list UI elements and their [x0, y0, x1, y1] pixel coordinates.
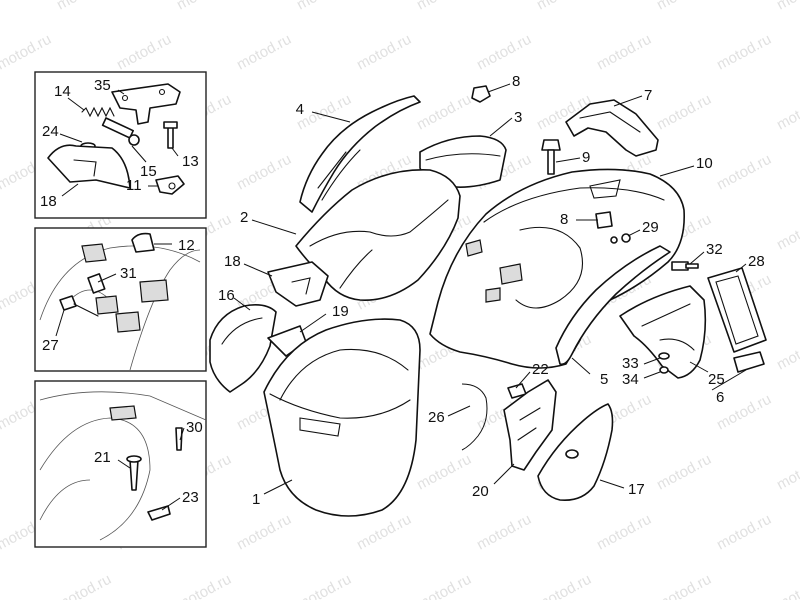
callout-21: 21	[94, 449, 111, 466]
part-8-nut-top	[471, 85, 491, 103]
watermark-text: motod.ru	[414, 0, 474, 14]
callout-16: 16	[218, 287, 235, 304]
callout-23: 23	[182, 489, 199, 506]
callout-6: 6	[716, 389, 724, 406]
callout-31: 31	[120, 265, 137, 282]
leader-lines	[55, 83, 747, 511]
watermark-text: motod.ru	[594, 511, 654, 554]
watermark-text: motod.ru	[414, 91, 474, 134]
watermark-text: motod.ru	[654, 0, 714, 14]
part-10-rear-fender	[429, 168, 685, 369]
part-9-bolt	[541, 139, 561, 175]
watermark-text: motod.ru	[774, 451, 800, 494]
callout-4: 4	[296, 101, 304, 118]
part-4-trim-strip	[299, 95, 421, 213]
part-33-washer	[658, 352, 670, 360]
callout-numbers: 4 3 8 7 9 10 8 29 32 28 2 18 16 19 1 26 …	[40, 73, 765, 508]
callout-35: 35	[94, 77, 111, 94]
callout-17: 17	[628, 481, 645, 498]
callout-9: 9	[582, 149, 590, 166]
part-8-nut-fender	[595, 211, 613, 229]
watermark-text: motod.ru	[774, 211, 800, 254]
callout-3: 3	[514, 109, 522, 126]
watermark-text: motod.ru	[774, 571, 800, 600]
watermark-text: motod.ru	[654, 451, 714, 494]
watermark-text: motod.ru	[414, 571, 474, 600]
part-32-bolt	[671, 261, 699, 271]
callout-8-top: 8	[512, 73, 520, 90]
watermark-text: motod.ru	[714, 511, 774, 554]
callout-8-fender: 8	[560, 211, 568, 228]
part-26-cable	[461, 383, 488, 451]
callout-32: 32	[706, 241, 723, 258]
part-2-seat	[295, 169, 461, 301]
part-20-bracket-plate	[503, 379, 557, 471]
watermark-text: motod.ru	[294, 571, 354, 600]
part-6-reflector	[733, 351, 765, 373]
watermark-text: motod.ru	[54, 0, 114, 14]
watermark-text: motod.ru	[654, 571, 714, 600]
watermark-text: motod.ru	[534, 571, 594, 600]
watermark-text: motod.ru	[354, 511, 414, 554]
watermark-text: motod.ru	[594, 31, 654, 74]
watermark-text: motod.ru	[234, 31, 294, 74]
callout-18-inset: 18	[40, 193, 57, 210]
part-34-nut	[659, 366, 669, 374]
part-28-plate-frame	[707, 267, 767, 353]
watermark-text: motod.ru	[654, 91, 714, 134]
watermark-text: motod.ru	[234, 511, 294, 554]
watermark-text: motod.ru	[774, 0, 800, 14]
watermark-text: motod.ru	[414, 451, 474, 494]
watermark-text: motod.ru	[474, 511, 534, 554]
watermark-text: motod.ru	[174, 571, 234, 600]
callout-7: 7	[644, 87, 652, 104]
inset-middle-parts	[39, 232, 201, 371]
callout-34: 34	[622, 371, 639, 388]
part-16-side-cover	[209, 304, 277, 393]
watermark-text: motod.ru	[354, 31, 414, 74]
watermark-text: motod.ru	[294, 0, 354, 14]
watermark-text: motod.ru	[114, 31, 174, 74]
watermark-text: motod.ru	[174, 0, 234, 14]
watermark-text: motod.ru	[534, 0, 594, 14]
callout-5: 5	[600, 371, 608, 388]
part-25-plate-holder	[619, 285, 707, 379]
watermark-text: motod.ru	[714, 151, 774, 194]
watermark-text: motod.ru	[774, 331, 800, 374]
callout-12: 12	[178, 237, 195, 254]
callout-1: 1	[252, 491, 260, 508]
callout-30: 30	[186, 419, 203, 436]
callout-22: 22	[532, 361, 549, 378]
callout-20: 20	[472, 483, 489, 500]
callout-27: 27	[42, 337, 59, 354]
inset-bottom-parts	[39, 391, 207, 541]
callout-10: 10	[696, 155, 713, 172]
watermark-text: motod.ru	[0, 31, 54, 74]
watermark-text: motod.ru	[774, 91, 800, 134]
watermark-text: motod.ru	[234, 151, 294, 194]
callout-2: 2	[240, 209, 248, 226]
callout-18-main: 18	[224, 253, 241, 270]
callout-26: 26	[428, 409, 445, 426]
part-5-side-strip	[555, 245, 671, 366]
part-18-bracket	[267, 261, 329, 307]
callout-11: 11	[126, 177, 142, 194]
watermark-text: motod.ru	[54, 571, 114, 600]
callout-24: 24	[42, 123, 59, 140]
watermark-text: motod.ru	[714, 31, 774, 74]
callout-28: 28	[748, 253, 765, 270]
callout-25: 25	[708, 371, 725, 388]
callout-13: 13	[182, 153, 199, 170]
part-7-bracket	[565, 99, 659, 157]
part-1-storage-box	[263, 318, 421, 517]
inset-top-parts	[47, 83, 185, 195]
callout-29: 29	[642, 219, 659, 236]
callout-19: 19	[332, 303, 349, 320]
callout-33: 33	[622, 355, 639, 372]
callout-14: 14	[54, 83, 71, 100]
callout-15: 15	[140, 163, 157, 180]
watermark-text: motod.ru	[474, 31, 534, 74]
inset-box-bottom	[34, 380, 207, 548]
